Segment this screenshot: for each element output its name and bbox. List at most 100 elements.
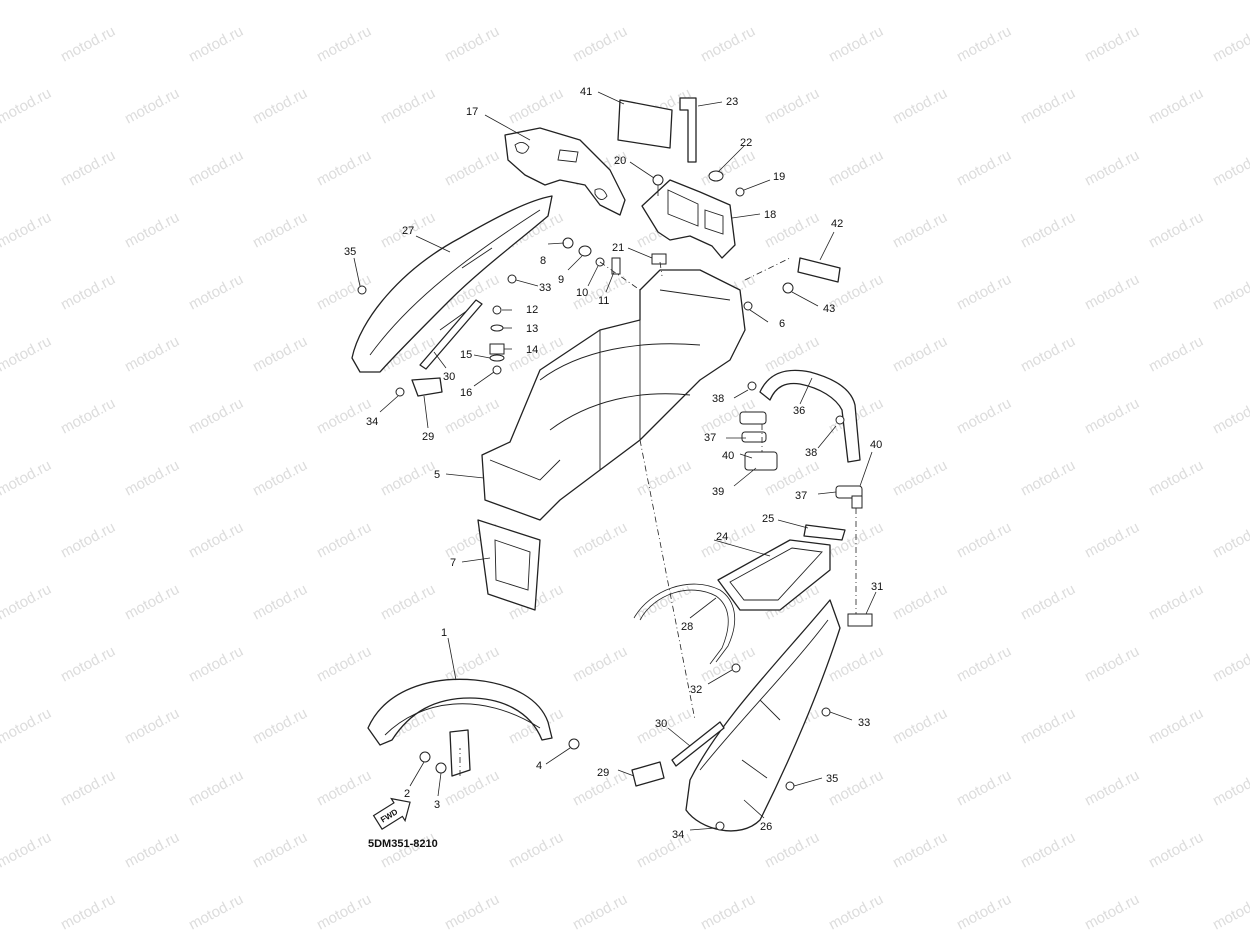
part-23-clip: [679, 97, 697, 163]
watermark-text: motod.ru: [186, 395, 246, 438]
watermark-text: motod.ru: [762, 829, 822, 872]
part-18-bracket: [641, 179, 736, 259]
callout-labels: 1 2 3 4 5 6 7 8 9 10 11 12 13 14 15 16 1…: [344, 86, 883, 841]
part-lower-fasteners: [715, 663, 831, 831]
watermark-text: motod.ru: [1146, 209, 1206, 252]
watermark-text: motod.ru: [698, 147, 758, 190]
callout-30-lower: 30: [655, 718, 667, 730]
watermark-text: motod.ru: [1146, 85, 1206, 128]
callout-33-upper: 33: [539, 282, 551, 294]
callout-26: 26: [760, 821, 772, 833]
watermark-text: motod.ru: [122, 457, 182, 500]
part-17-bracket: [504, 127, 626, 216]
watermark-text: motod.ru: [58, 23, 118, 66]
watermark-text: motod.ru: [1146, 705, 1206, 748]
watermark-text: motod.ru: [378, 829, 438, 872]
part-6-bolt: [743, 301, 753, 311]
callout-35-lower: 35: [826, 773, 838, 785]
callout-23: 23: [726, 96, 738, 108]
callout-39: 39: [712, 486, 724, 498]
watermark-text: motod.ru: [890, 209, 950, 252]
watermark-text: motod.ru: [58, 395, 118, 438]
watermark-text: motod.ru: [442, 395, 502, 438]
callout-27: 27: [402, 225, 414, 237]
watermark-text: motod.ru: [1018, 0, 1078, 4]
callout-3: 3: [434, 799, 440, 811]
watermark-text: motod.ru: [506, 85, 566, 128]
watermark-text: motod.ru: [314, 643, 374, 686]
watermark-text: motod.ru: [634, 581, 694, 624]
callout-7: 7: [450, 557, 456, 569]
watermark-text: motod.ru: [890, 85, 950, 128]
watermark-text: motod.ru: [634, 0, 694, 4]
callout-41: 41: [580, 86, 592, 98]
callout-32: 32: [690, 684, 702, 696]
callout-29-upper: 29: [422, 431, 434, 443]
watermark-text: motod.ru: [122, 333, 182, 376]
part-2-bolt: [419, 751, 431, 763]
watermark-text: motod.ru: [0, 333, 54, 376]
watermark-text: motod.ru: [122, 829, 182, 872]
watermark-text: motod.ru: [250, 333, 310, 376]
watermark-text: motod.ru: [0, 705, 54, 748]
watermark-text: motod.ru: [122, 209, 182, 252]
watermark-text: motod.ru: [1082, 891, 1142, 934]
callout-24: 24: [716, 531, 728, 543]
callout-5: 5: [434, 469, 440, 481]
part-26-side-cover-right: [685, 599, 841, 832]
callout-22: 22: [740, 137, 752, 149]
watermark-text: motod.ru: [58, 891, 118, 934]
watermark-text: motod.ru: [378, 85, 438, 128]
callout-10: 10: [576, 287, 588, 299]
watermark-text: motod.ru: [954, 395, 1014, 438]
callout-38-lower: 38: [805, 447, 817, 459]
watermark-text: motod.ru: [442, 891, 502, 934]
watermark-text: motod.ru: [1210, 643, 1250, 686]
watermark-text: motod.ru: [1210, 23, 1250, 66]
watermark-text: motod.ru: [826, 147, 886, 190]
part-43-nut: [782, 282, 794, 294]
assembly-lines: [459, 257, 857, 776]
drawing-code: 5DM351-8210: [368, 838, 438, 850]
watermark-text: motod.ru: [1146, 581, 1206, 624]
watermark-text: motod.ru: [1146, 457, 1206, 500]
watermark-text: motod.ru: [890, 457, 950, 500]
watermark-text: motod.ru: [762, 0, 822, 4]
callout-2: 2: [404, 788, 410, 800]
watermark-text: motod.ru: [250, 705, 310, 748]
part-31-connector: [847, 613, 873, 627]
watermark-text: motod.ru: [186, 147, 246, 190]
callout-31: 31: [871, 581, 883, 593]
watermark-text: motod.ru: [0, 457, 54, 500]
part-3-washer: [435, 762, 447, 774]
callout-35-upper: 35: [344, 246, 356, 258]
watermark-text: motod.ru: [186, 643, 246, 686]
part-4-cap: [568, 738, 580, 750]
part-fasteners-8-to-16: [357, 237, 621, 397]
watermark-text: motod.ru: [442, 147, 502, 190]
watermark-text: motod.ru: [570, 643, 630, 686]
watermark-text: motod.ru: [378, 0, 438, 4]
watermark-text: motod.ru: [698, 643, 758, 686]
watermark-text: motod.ru: [186, 23, 246, 66]
callout-20: 20: [614, 155, 626, 167]
part-21-clip: [651, 253, 667, 265]
callout-42: 42: [831, 218, 843, 230]
watermark-text: motod.ru: [826, 643, 886, 686]
callout-15: 15: [460, 349, 472, 361]
watermark-text: motod.ru: [0, 581, 54, 624]
watermark-text: motod.ru: [506, 0, 566, 4]
callout-29-lower: 29: [597, 767, 609, 779]
watermark-text: motod.ru: [1146, 333, 1206, 376]
watermark-text: motod.ru: [186, 767, 246, 810]
watermark-text: motod.ru: [698, 891, 758, 934]
watermark-text: motod.ru: [634, 829, 694, 872]
watermark-text: motod.ru: [314, 767, 374, 810]
watermark-text: motod.ru: [954, 643, 1014, 686]
callout-12: 12: [526, 304, 538, 316]
watermark-text: motod.ru: [0, 209, 54, 252]
callout-1: 1: [441, 627, 447, 639]
watermark-text: motod.ru: [570, 519, 630, 562]
